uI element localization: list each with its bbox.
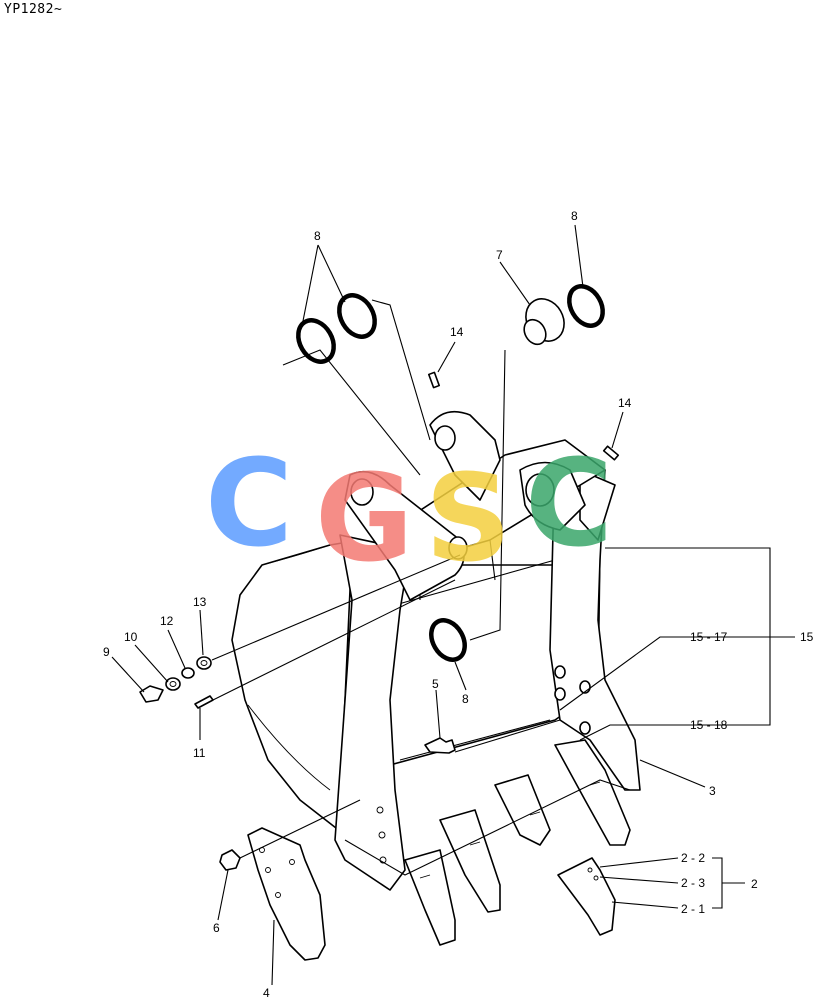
bolt (424, 737, 456, 754)
label-14-left: 14 (450, 325, 464, 339)
label-15-17: 15 - 17 (690, 630, 728, 644)
watermark-letter-g: G (315, 450, 414, 589)
watermark: C G S C (205, 435, 613, 589)
o-rings (296, 284, 605, 662)
label-15-18: 15 - 18 (690, 718, 728, 732)
bushing (523, 298, 565, 346)
label-7: 7 (496, 248, 503, 262)
label-12: 12 (160, 614, 174, 628)
label-2: 2 (751, 877, 758, 891)
label-2-1: 2 - 1 (681, 902, 705, 916)
watermark-letter-c1: C (205, 435, 293, 574)
left-ear-boss (344, 470, 468, 601)
label-15: 15 (800, 630, 814, 644)
right-ear-boss (429, 410, 586, 531)
lock-pins (427, 371, 620, 461)
watermark-letter-c2: C (525, 435, 613, 574)
side-cutter (247, 827, 326, 961)
label-3: 3 (709, 784, 716, 798)
label-9: 9 (103, 645, 110, 659)
label-5: 5 (432, 677, 439, 691)
label-11: 11 (193, 746, 206, 760)
bucket-teeth (404, 739, 631, 946)
part-labels: 8 8 8 7 14 14 15 15 - 17 15 - 18 13 12 1… (103, 209, 814, 1000)
pin-hardware (139, 656, 214, 709)
tooth-assembly (557, 857, 616, 936)
serial-range: YP1282~ (4, 2, 63, 17)
watermark-letter-s: S (425, 450, 511, 589)
label-2-3: 2 - 3 (681, 876, 705, 890)
label-10: 10 (124, 630, 138, 644)
label-8-top-left: 8 (314, 229, 321, 243)
label-2-2: 2 - 2 (681, 851, 705, 865)
left-side-plate (334, 534, 411, 891)
label-8-top-right: 8 (571, 209, 578, 223)
label-14-right: 14 (618, 396, 632, 410)
cutting-edge (344, 779, 631, 876)
label-8-middle: 8 (462, 692, 469, 706)
label-6: 6 (213, 921, 220, 935)
leader-lines (111, 224, 795, 986)
label-4: 4 (263, 986, 270, 1000)
nut (219, 849, 241, 871)
label-13: 13 (193, 595, 207, 609)
